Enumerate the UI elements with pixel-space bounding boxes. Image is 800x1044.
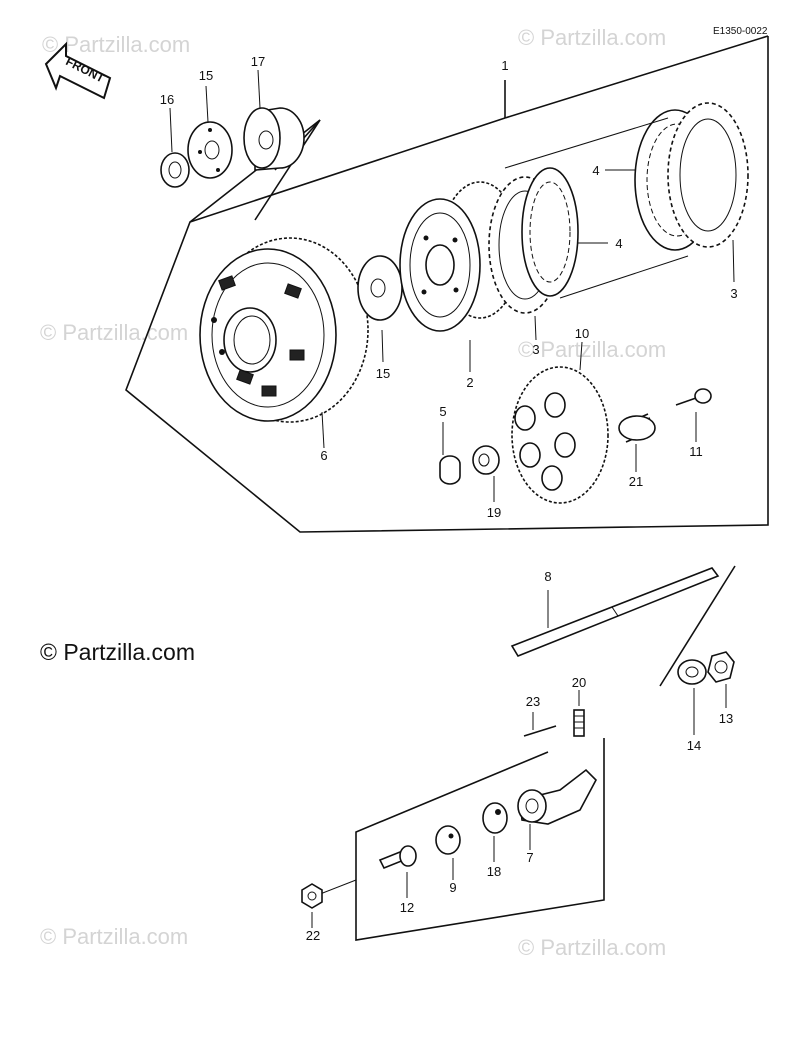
callout-1: 1	[501, 58, 508, 73]
callout-13: 13	[719, 711, 733, 726]
callout-22: 22	[306, 928, 320, 943]
push-rod-frame	[547, 565, 736, 687]
cam-plate-18	[482, 802, 508, 862]
cam-9	[435, 825, 461, 880]
clutch-assembly-frame	[125, 35, 769, 533]
callout-8: 8	[544, 569, 551, 584]
cap-5	[439, 422, 461, 485]
clutch-housing-6	[199, 237, 369, 449]
callout-23: 23	[526, 694, 540, 709]
watermarks: © Partzilla.com © Partzilla.com © Partzi…	[40, 25, 666, 960]
callout-10: 10	[575, 326, 589, 341]
callout-14: 14	[687, 738, 701, 753]
callout-12: 12	[400, 900, 414, 915]
pressure-plate-10	[511, 341, 609, 504]
spring-21	[618, 413, 656, 472]
callout-20: 20	[572, 675, 586, 690]
callout-9: 9	[449, 880, 456, 895]
callout-6: 6	[320, 448, 327, 463]
callout-5: 5	[439, 404, 446, 419]
bolt-11	[675, 388, 712, 442]
watermark-bottom-right: © Partzilla.com	[518, 935, 666, 960]
bushing-17	[243, 69, 305, 171]
callout-15-mid: 15	[376, 366, 390, 381]
steel-plate-4-mid	[521, 167, 608, 297]
callout-3-right: 3	[730, 286, 737, 301]
callout-16: 16	[160, 92, 174, 107]
spring-20	[573, 690, 585, 737]
bushing-19	[472, 445, 500, 502]
friction-plate-3-right	[667, 102, 749, 283]
callout-4-mid: 4	[615, 236, 622, 251]
callout-7: 7	[526, 850, 533, 865]
callout-17: 17	[251, 54, 265, 69]
push-rod-8	[510, 567, 720, 657]
nut-22	[301, 883, 323, 928]
diagram-code: E1350-0022	[713, 26, 768, 37]
callout-labels: 1 2 3 3 4 4 5 6 7 8 9 10 11 12 13 14 15 …	[160, 54, 738, 943]
callout-4-right: 4	[592, 163, 599, 178]
watermark-bottom-left: © Partzilla.com	[40, 924, 188, 949]
washer-16	[160, 107, 190, 188]
copyright-text: © Partzilla.com	[40, 639, 195, 665]
watermark-mid-left: © Partzilla.com	[40, 320, 188, 345]
adjust-bolt-12	[378, 845, 417, 898]
watermark-top-right: © Partzilla.com	[518, 25, 666, 50]
washer-14	[677, 659, 707, 735]
callout-18: 18	[487, 864, 501, 879]
callout-21: 21	[629, 474, 643, 489]
release-lever-7	[517, 768, 597, 850]
nut-13	[707, 651, 735, 708]
watermark-mid-right: © Partzilla.com	[518, 337, 666, 362]
callout-19: 19	[487, 505, 501, 520]
pin-23	[523, 712, 557, 737]
plate-15-top	[187, 85, 233, 179]
callout-15-top: 15	[199, 68, 213, 83]
callout-11: 11	[689, 444, 703, 459]
callout-3-mid: 3	[532, 342, 539, 357]
callout-2: 2	[466, 375, 473, 390]
